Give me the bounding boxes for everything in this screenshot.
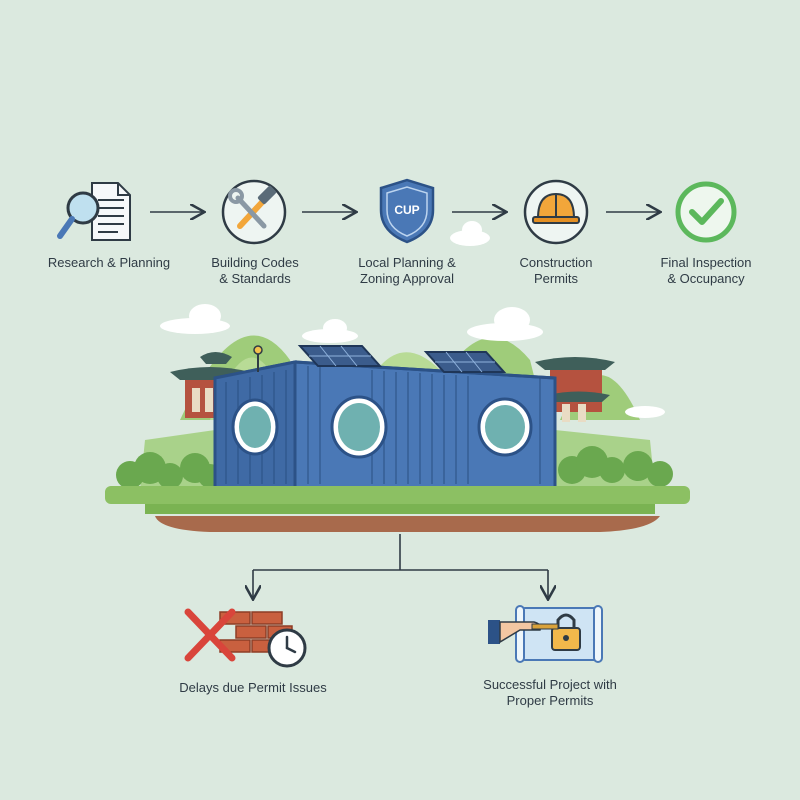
pagoda-right: [535, 357, 615, 422]
outcome-label-delays: Delays due Permit Issues: [179, 680, 327, 695]
step-label-research: Research & Planning: [47, 255, 171, 270]
hammer-wrench-icon: [221, 179, 287, 245]
delay-bricks-clock-icon: [184, 608, 307, 668]
shield-icon: [379, 178, 435, 244]
step-label-construction-permits: Construction Permits: [519, 255, 593, 286]
step-label-building-codes: Building Codes & Standards: [211, 255, 299, 286]
outcome-label-success: Successful Project with Proper Permits: [483, 677, 617, 708]
porthole-window: [231, 398, 279, 456]
soil-base: [155, 516, 660, 532]
document-magnifier-icon: [57, 182, 131, 241]
step-label-zoning: Local Planning & Zoning Approval: [358, 255, 456, 286]
cloud-decoration: [160, 304, 665, 418]
grass-ground: [105, 486, 690, 504]
solar-panel: [423, 351, 507, 373]
checkmark-circle-icon: [675, 181, 737, 243]
hard-hat-icon: [523, 179, 589, 245]
cloud-decoration: [450, 221, 490, 246]
shield-badge-text: CUP: [394, 203, 420, 217]
step-label-final-inspection: Final Inspection & Occupancy: [660, 255, 752, 286]
bush: [116, 446, 673, 489]
porthole-window: [477, 397, 533, 457]
branch-connector: [253, 534, 548, 598]
container-house-scene: [105, 304, 690, 532]
solar-panel: [297, 345, 383, 367]
key-unlock-blueprint-icon: [488, 605, 603, 663]
porthole-window: [330, 395, 388, 459]
